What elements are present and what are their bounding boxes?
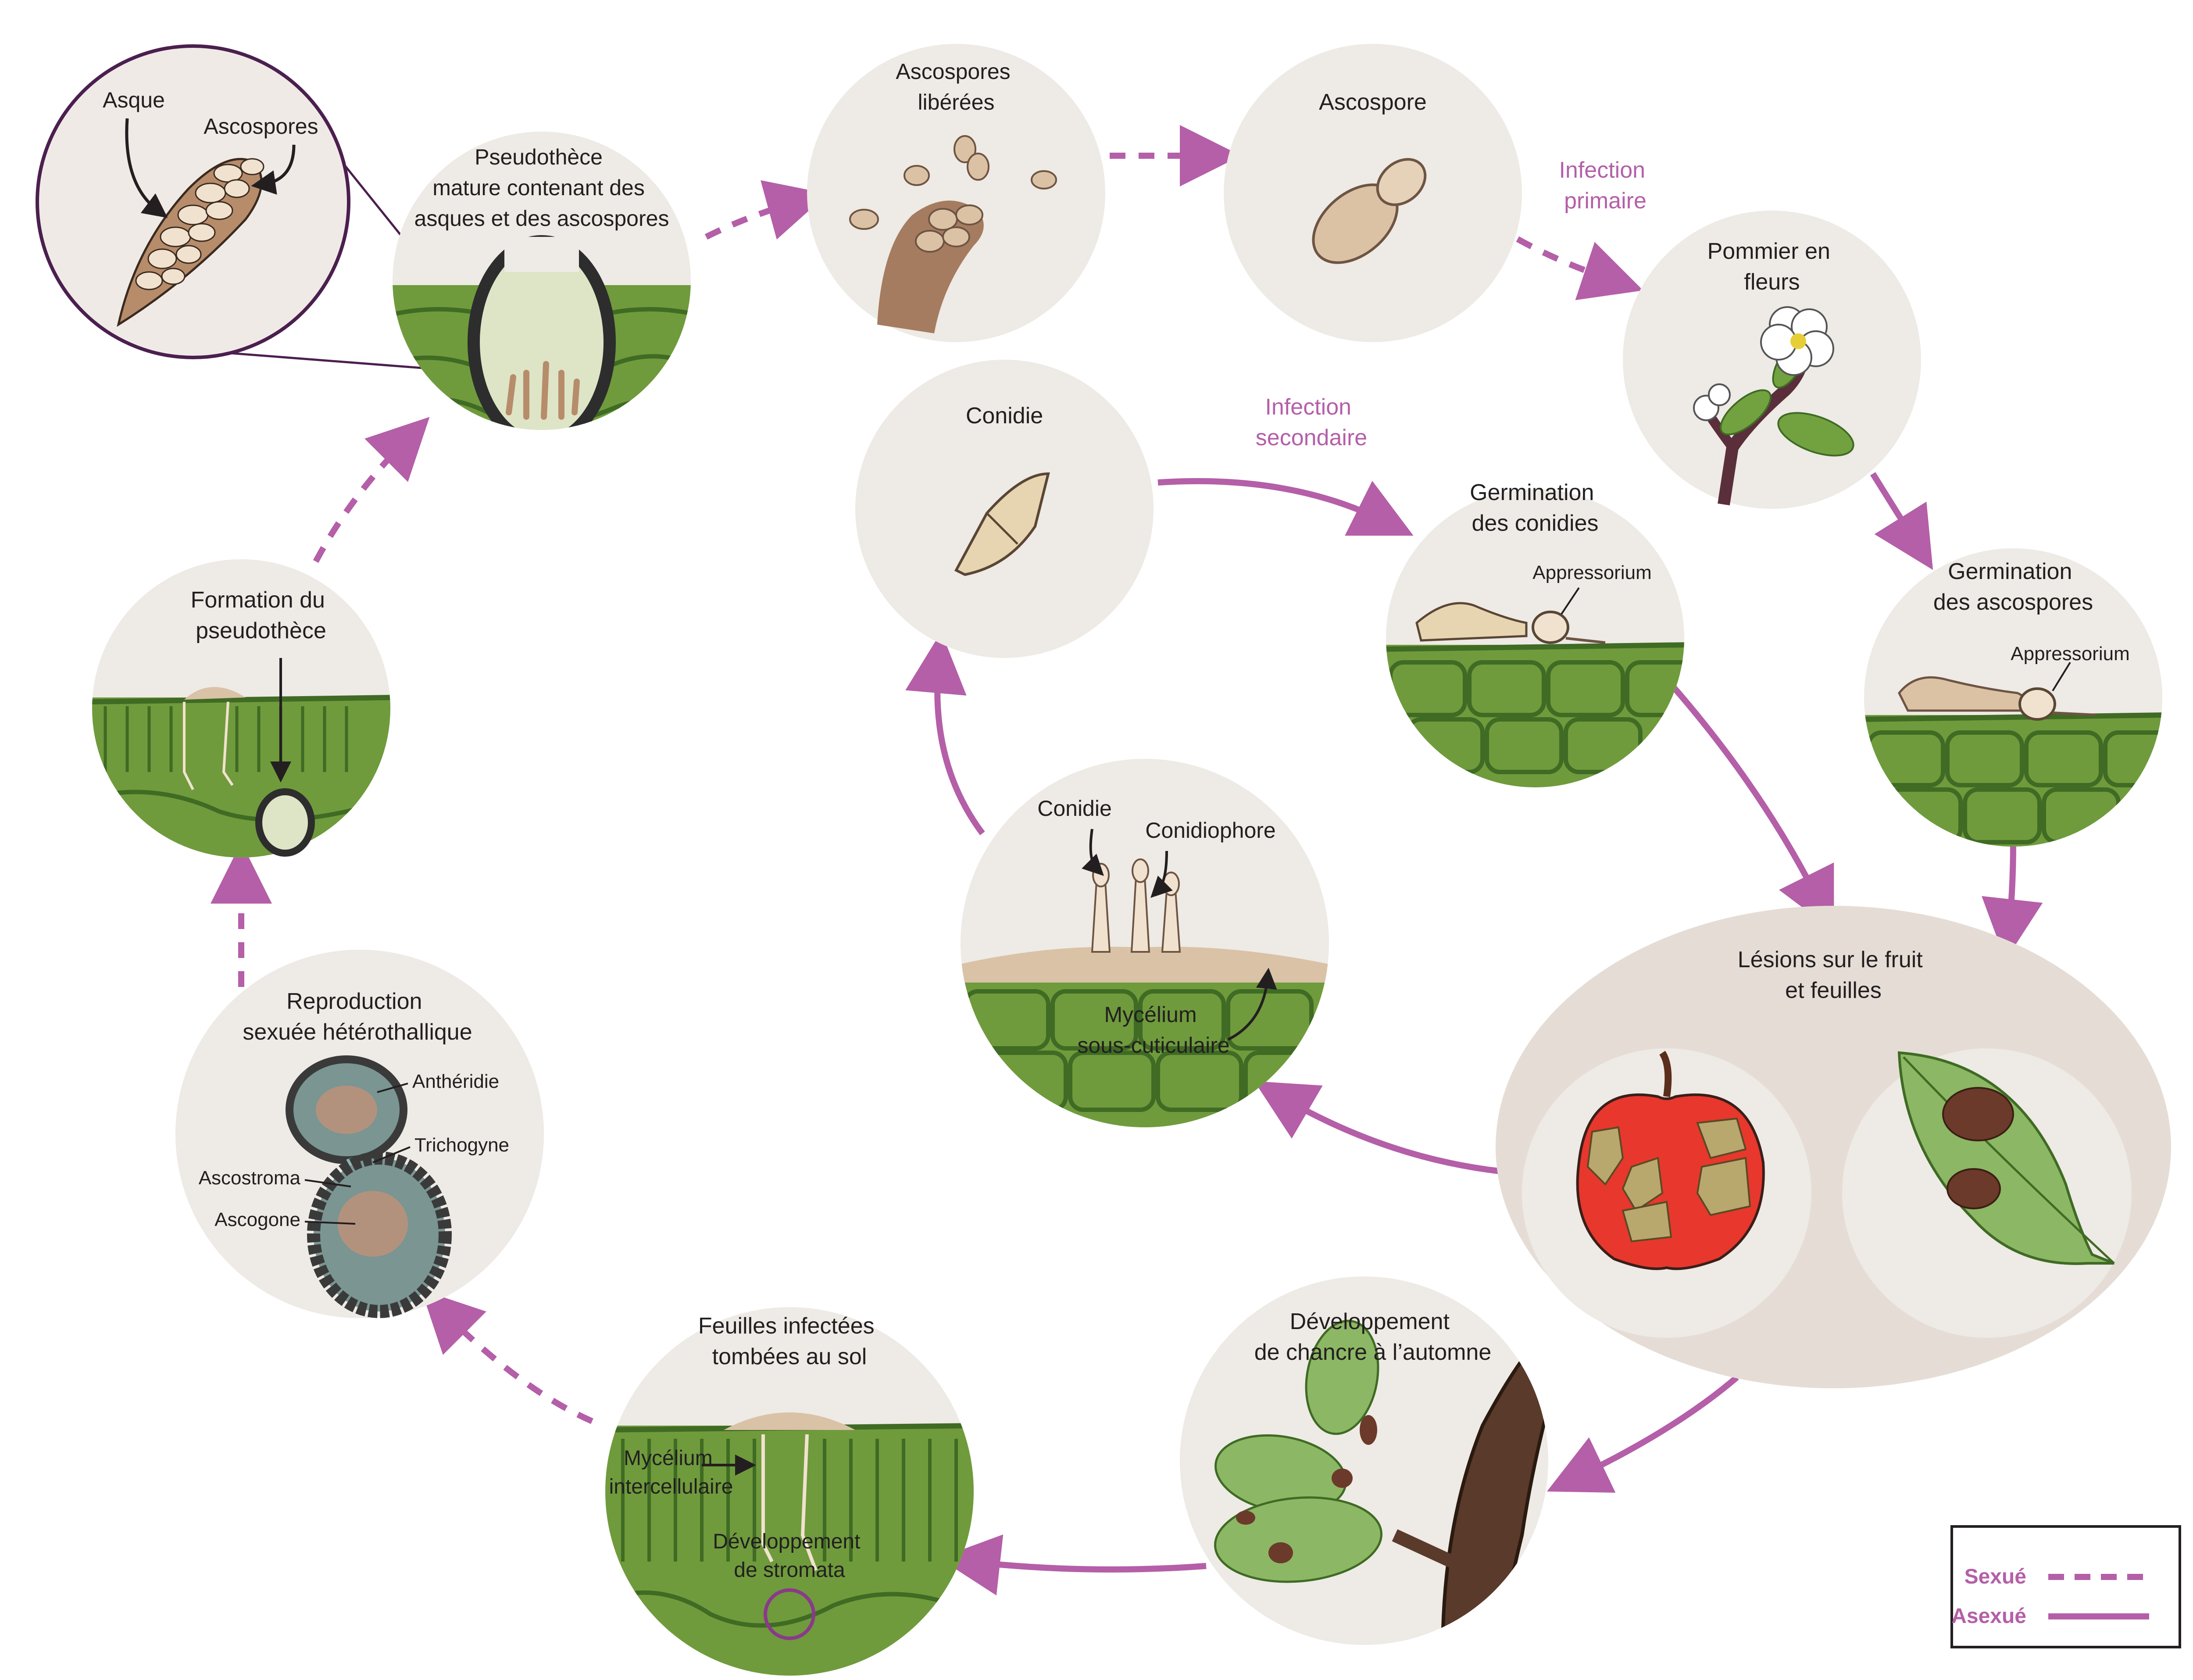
- label-ascogone: Ascogone: [214, 1209, 300, 1230]
- title-feuilles-sol: Feuilles infectées tombées au sol: [698, 1313, 881, 1369]
- node-pommier: Pommier en fleurs: [1623, 211, 1921, 509]
- node-chancre: Développement de chancre à l’automne: [1180, 1276, 1548, 1645]
- arrow-dashed: [313, 417, 430, 563]
- title-germ-conidies: Germination des conidies: [1470, 480, 1600, 536]
- title-ascospore: Ascospore: [1319, 89, 1427, 115]
- node-feuilles-sol: Feuilles infectées tombées au sol Mycéli…: [605, 1307, 974, 1676]
- node-ascospore: Ascospore: [1224, 44, 1522, 342]
- node-lesions: Lésions sur le fruit et feuilles: [1496, 906, 2171, 1388]
- label-appressorium-1: Appressorium: [2011, 643, 2129, 665]
- label-ascospores-inset: Ascospores: [204, 114, 318, 139]
- node-germ-conidies: Germination des conidies Appressorium: [1386, 480, 1684, 787]
- label-asque: Asque: [103, 88, 165, 112]
- node-reproduction: Reproduction sexuée hétérothallique Anth…: [175, 950, 544, 1318]
- label-conidiophore: Conidiophore: [1145, 818, 1275, 843]
- arrow-solid: [1982, 842, 2043, 961]
- legend-asexue-label: Asexué: [1951, 1605, 2026, 1628]
- arrow-solid: [905, 632, 985, 836]
- title-chancre: Développement de chancre à l’automne: [1254, 1309, 1492, 1365]
- inset-asque: Asque Ascospores: [36, 44, 514, 376]
- cycle-arrows: [211, 125, 2043, 1596]
- title-ascospores-liberees: Ascospores libérées: [896, 59, 1016, 114]
- arrow-dashed: [421, 1290, 593, 1424]
- legend: Sexué Asexué: [1950, 1525, 2181, 1648]
- label-stromata: Développement de stromata: [713, 1530, 866, 1582]
- label-antheridie: Anthéridie: [412, 1071, 499, 1092]
- node-formation: Formation du pseudothèce: [92, 559, 390, 858]
- arrow-solid: [1870, 472, 1933, 570]
- label-mycelium-sous: Mycélium sous-cuticulaire: [1077, 1002, 1229, 1058]
- arrow-dashed: [704, 180, 828, 240]
- arrow-dashed: [1516, 236, 1643, 300]
- node-germ-ascospores: Germination des ascospores Appressorium: [1864, 548, 2162, 847]
- arrow-solid: [1547, 1375, 1739, 1493]
- title-pseudotheque: Pseudothèce mature contenant des asques …: [414, 145, 669, 231]
- title-reproduction: Reproduction sexuée hétérothallique: [243, 989, 472, 1045]
- arrow-solid: [1157, 478, 1414, 536]
- label-infection-secondaire: Infection secondaire: [1256, 394, 1367, 450]
- legend-sexue-label: Sexué: [1964, 1565, 2026, 1588]
- label-mycelium-inter: Mycélium intercellulaire: [609, 1447, 733, 1498]
- title-lesions: Lésions sur le fruit et feuilles: [1738, 947, 1929, 1003]
- label-trichogyne: Trichogyne: [414, 1134, 509, 1156]
- label-conidie-small: Conidie: [1037, 796, 1112, 821]
- title-pommier: Pommier en fleurs: [1707, 239, 1837, 295]
- label-ascostroma: Ascostroma: [199, 1167, 301, 1189]
- arrow-solid: [1254, 1081, 1500, 1174]
- arrow-solid: [939, 1534, 1207, 1596]
- arrow-solid: [1668, 682, 1834, 931]
- node-conidiophore: Conidie Conidiophore Mycélium sous-cutic…: [961, 759, 1329, 1127]
- node-pseudotheque-mature: Pseudothèce mature contenant des asques …: [393, 132, 691, 430]
- title-germ-ascospores: Germination des ascospores: [1933, 559, 2093, 615]
- title-conidie: Conidie: [966, 403, 1043, 429]
- node-ascospores-liberees: Ascospores libérées: [807, 44, 1105, 342]
- title-formation: Formation du pseudothèce: [191, 587, 332, 643]
- label-appressorium-2: Appressorium: [1532, 562, 1651, 583]
- node-conidie: Conidie: [855, 360, 1154, 658]
- label-infection-primaire: Infection primaire: [1559, 157, 1651, 214]
